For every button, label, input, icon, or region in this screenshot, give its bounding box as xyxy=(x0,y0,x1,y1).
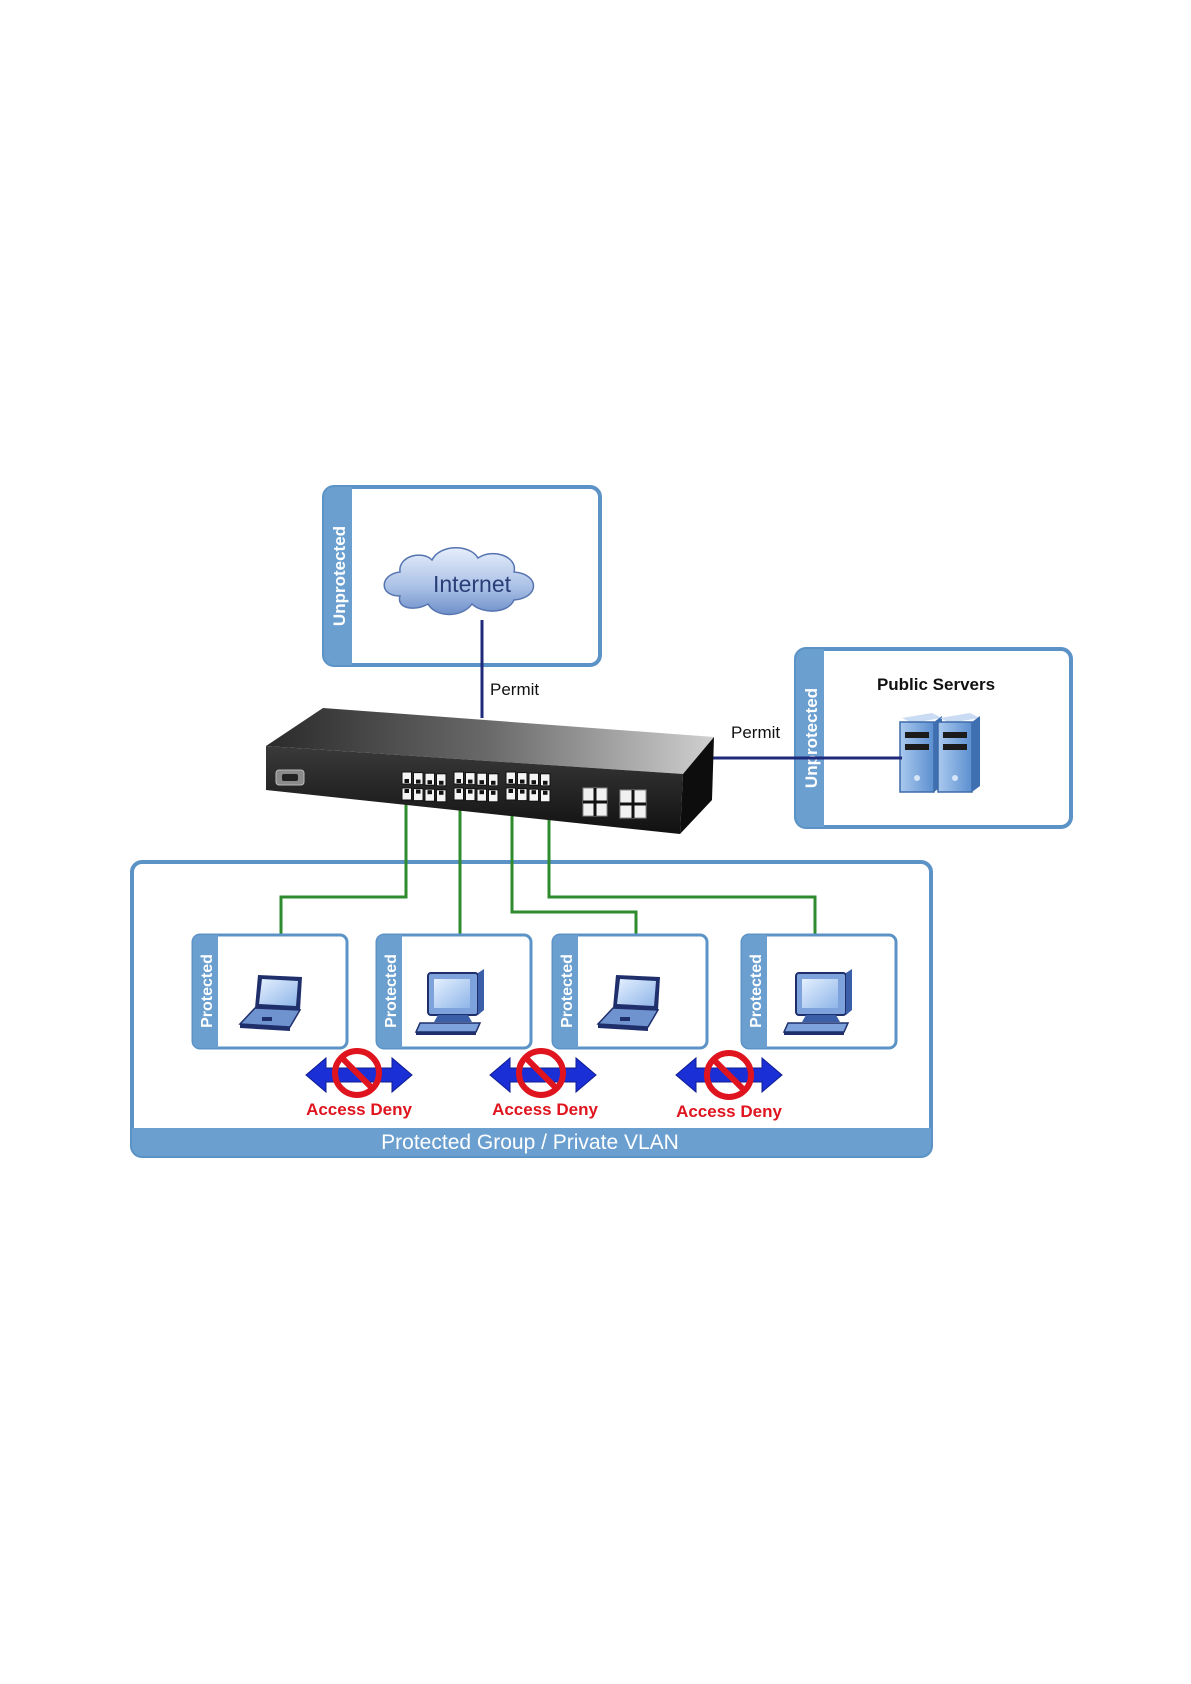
console-port-inner xyxy=(282,774,298,781)
cloud-label: Internet xyxy=(433,571,512,597)
access-deny-label: Access Deny xyxy=(676,1102,782,1121)
ethernet-port-latch xyxy=(520,780,525,784)
host-box-3: Protected xyxy=(553,935,707,1048)
ethernet-port-latch xyxy=(532,780,537,784)
ethernet-port-latch xyxy=(480,780,485,784)
internet-zone-side-label: Unprotected xyxy=(330,526,349,626)
ethernet-port-latch xyxy=(457,789,462,793)
host-label: Protected xyxy=(748,954,765,1028)
network-switch xyxy=(266,708,714,834)
servers-zone: Unprotected Public Servers xyxy=(796,649,1071,827)
ethernet-port-latch xyxy=(491,791,496,795)
host-label: Protected xyxy=(199,954,216,1028)
ethernet-port-latch xyxy=(439,791,444,795)
access-deny-label: Access Deny xyxy=(492,1100,598,1119)
ethernet-port-latch xyxy=(468,790,473,794)
ethernet-port-latch xyxy=(509,789,514,793)
ethernet-port-latch xyxy=(428,790,433,794)
host-box-2: Protected xyxy=(377,935,531,1048)
servers-permit-label: Permit xyxy=(731,723,780,742)
ethernet-port-latch xyxy=(480,790,485,794)
ethernet-port-latch xyxy=(543,791,548,795)
ethernet-port-latch xyxy=(491,781,496,785)
internet-zone: Unprotected Internet xyxy=(324,487,600,665)
servers-zone-side-label: Unprotected xyxy=(802,688,821,788)
ethernet-port-latch xyxy=(468,780,473,784)
ethernet-port-latch xyxy=(416,790,421,794)
host-box-4: Protected xyxy=(742,935,896,1048)
server-rack-icon xyxy=(900,713,980,792)
ethernet-port-latch xyxy=(532,790,537,794)
ethernet-port-latch xyxy=(439,781,444,785)
host-label: Protected xyxy=(559,954,576,1028)
ethernet-port-latch xyxy=(405,789,410,793)
internet-permit-label: Permit xyxy=(490,680,539,699)
host-box-1: Protected xyxy=(193,935,347,1048)
ethernet-port-latch xyxy=(457,779,462,783)
ethernet-port-latch xyxy=(416,780,421,784)
access-deny-label: Access Deny xyxy=(306,1100,412,1119)
ethernet-port-latch xyxy=(509,779,514,783)
ethernet-port-latch xyxy=(405,779,410,783)
ethernet-port-latch xyxy=(428,780,433,784)
host-label: Protected xyxy=(383,954,400,1028)
servers-zone-title: Public Servers xyxy=(877,675,995,694)
protected-group-footer-label: Protected Group / Private VLAN xyxy=(381,1131,679,1154)
ethernet-port-latch xyxy=(520,790,525,794)
ethernet-port-latch xyxy=(543,781,548,785)
